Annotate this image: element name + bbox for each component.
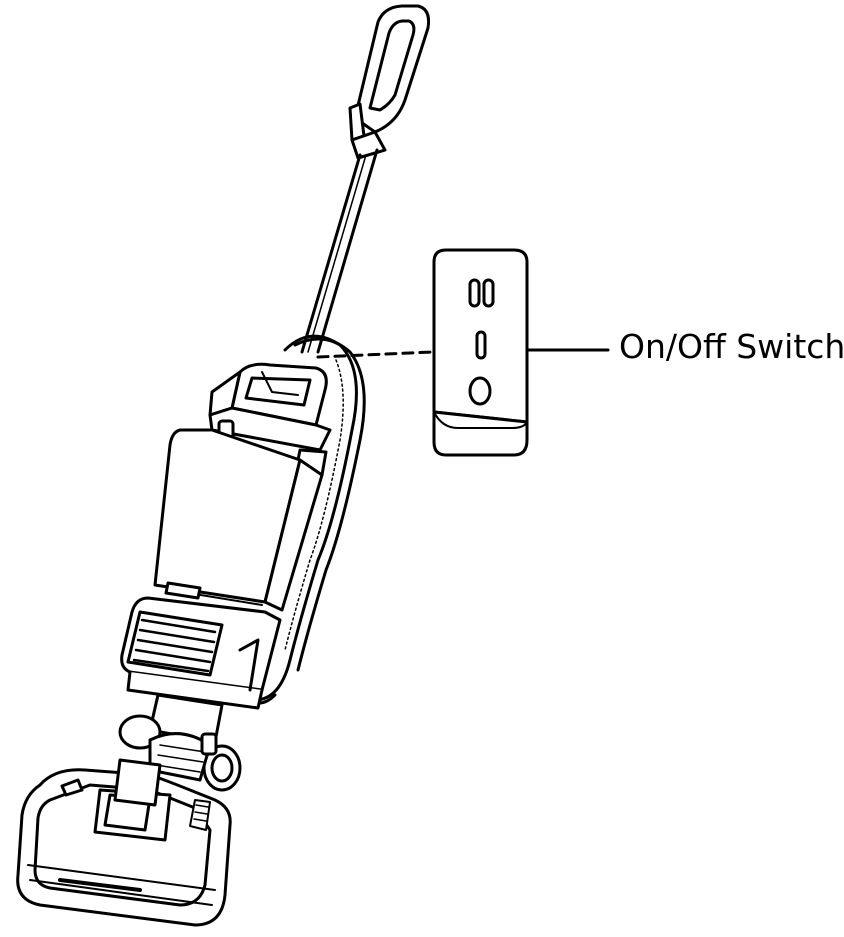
- wand-tube: [300, 148, 379, 354]
- handle-grip: [348, 4, 430, 160]
- swivel-neck: [118, 693, 242, 792]
- bin-top: [208, 362, 332, 477]
- switch-panel: [432, 248, 529, 457]
- motor-housing: [120, 596, 282, 710]
- floor-head: [16, 758, 232, 927]
- dust-bin: [153, 428, 324, 612]
- on-off-switch-label: On/Off Switch: [619, 327, 844, 366]
- callout-dashed-leader: [316, 350, 434, 359]
